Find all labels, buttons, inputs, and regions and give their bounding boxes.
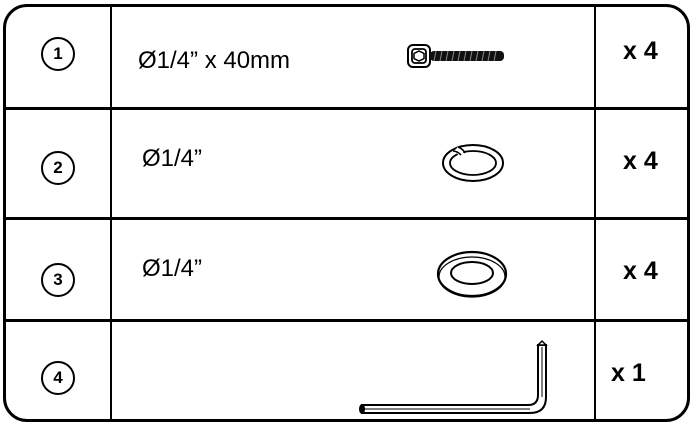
part-number-badge: 2: [41, 151, 75, 185]
split-lock-washer-icon: [442, 144, 504, 182]
part-number-badge: 3: [41, 263, 75, 297]
part-number-badge: 4: [41, 361, 75, 395]
quantity-label: x 4: [623, 257, 658, 285]
quantity-label: x 4: [623, 37, 658, 65]
flat-washer-icon: [436, 250, 508, 298]
table-row: 4 x 1: [6, 321, 687, 419]
quantity-label: x 4: [623, 147, 658, 175]
part-number-badge: 1: [41, 37, 75, 71]
table-row: 1 Ø1/4” x 40mm x 4: [6, 7, 687, 107]
table-row: 3 Ø1/4” x 4: [6, 219, 687, 319]
quantity-label: x 1: [611, 359, 646, 387]
part-description: Ø1/4” x 40mm: [138, 47, 291, 74]
column-divider: [110, 7, 112, 419]
hardware-parts-table: 1 Ø1/4” x 40mm x 4 2 Ø1/4”: [3, 4, 690, 422]
row-divider: [6, 319, 687, 322]
row-divider: [6, 107, 687, 110]
part-description: Ø1/4”: [142, 255, 203, 282]
part-description: Ø1/4”: [142, 145, 203, 172]
column-divider: [594, 7, 596, 419]
allen-key-icon: [359, 339, 548, 414]
table-row: 2 Ø1/4” x 4: [6, 109, 687, 217]
bolt-icon: [407, 44, 504, 68]
row-divider: [6, 217, 687, 220]
